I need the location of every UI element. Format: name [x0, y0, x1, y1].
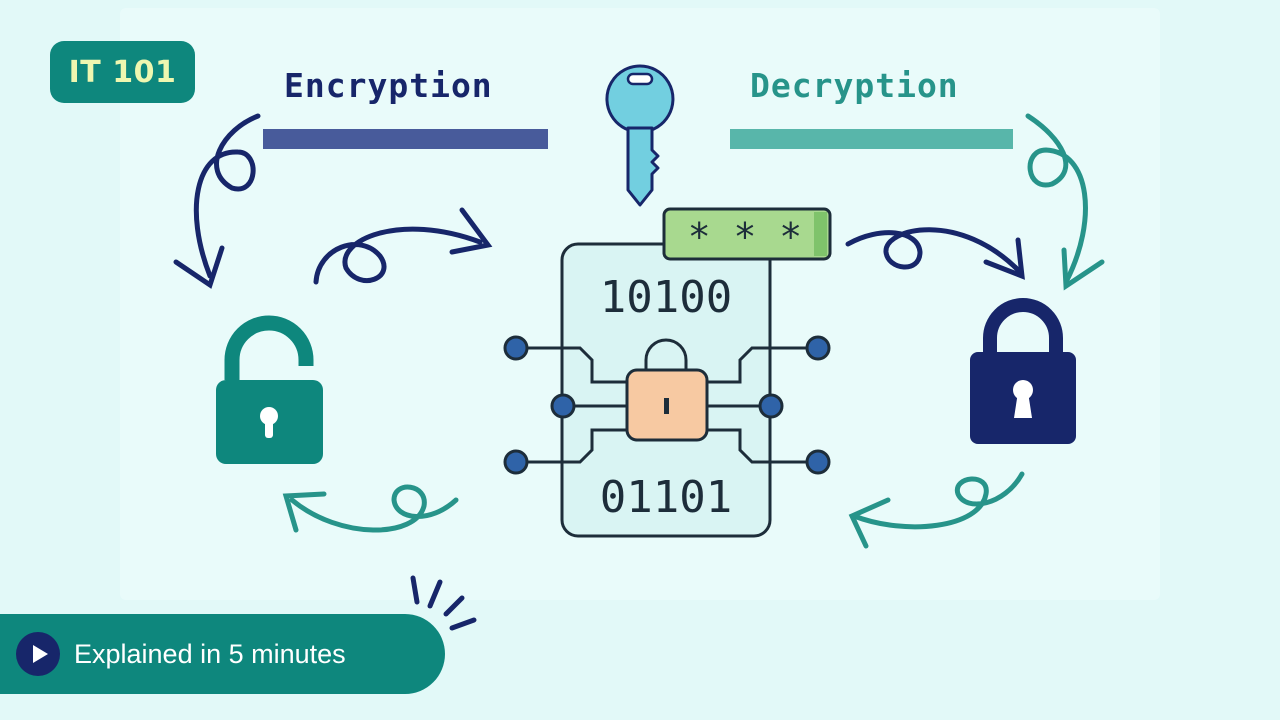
binary-top: 10100	[600, 272, 732, 323]
password-field	[662, 207, 832, 261]
encryption-heading: Encryption	[284, 66, 493, 105]
decryption-underline	[730, 129, 1013, 149]
arrow-decryption-down	[1025, 113, 1105, 291]
arrow-to-unlocked	[173, 113, 261, 289]
unlocked-padlock-icon	[216, 315, 323, 464]
play-triangle	[32, 645, 48, 663]
course-badge: IT 101	[50, 41, 195, 103]
circuit-lock-icon	[625, 338, 709, 442]
decryption-heading: Decryption	[750, 66, 959, 105]
key-icon	[605, 64, 675, 207]
arrow-back-from-locked	[848, 471, 1025, 549]
password-mask: * * *	[688, 215, 802, 259]
sparkle-lines	[410, 575, 477, 631]
arrow-device-to-locked	[845, 227, 1025, 280]
encryption-underline	[263, 129, 548, 149]
binary-bottom: 01101	[600, 472, 732, 523]
video-length-banner: Explained in 5 minutes	[0, 614, 445, 694]
arrow-to-device	[313, 207, 493, 285]
locked-padlock-icon	[970, 298, 1076, 444]
play-icon[interactable]	[16, 632, 60, 676]
circuit-nodes	[503, 335, 831, 475]
arrow-back-to-unlocked	[282, 484, 459, 533]
banner-label: Explained in 5 minutes	[74, 638, 346, 669]
